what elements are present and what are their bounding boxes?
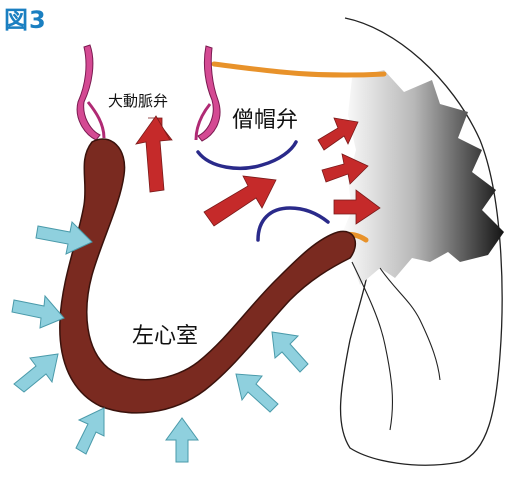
light-blue-arrow-icon	[76, 408, 104, 454]
light-blue-arrow-icon	[12, 296, 64, 328]
aortic-valve-right-wall	[198, 46, 220, 141]
mitral-leaflet-posterior	[258, 208, 328, 240]
red-arrow-icon	[136, 116, 170, 192]
red-arrow-icon	[318, 118, 358, 150]
aortic-valve-label: 大動脈弁	[108, 90, 168, 111]
light-blue-arrow-icon	[14, 354, 58, 392]
light-blue-arrow-icon	[166, 418, 198, 462]
figure-title: 図3	[4, 0, 47, 35]
aortic-valve-left-wall	[77, 45, 100, 140]
light-blue-arrow-icon	[236, 374, 278, 412]
mitral-leaflet-anterior	[198, 142, 296, 168]
mitral-valve-label: 僧帽弁	[232, 102, 298, 134]
left-ventricle-wall	[60, 139, 356, 413]
light-blue-arrow-icon	[272, 332, 308, 372]
left-ventricle-label: 左心室	[132, 318, 198, 350]
